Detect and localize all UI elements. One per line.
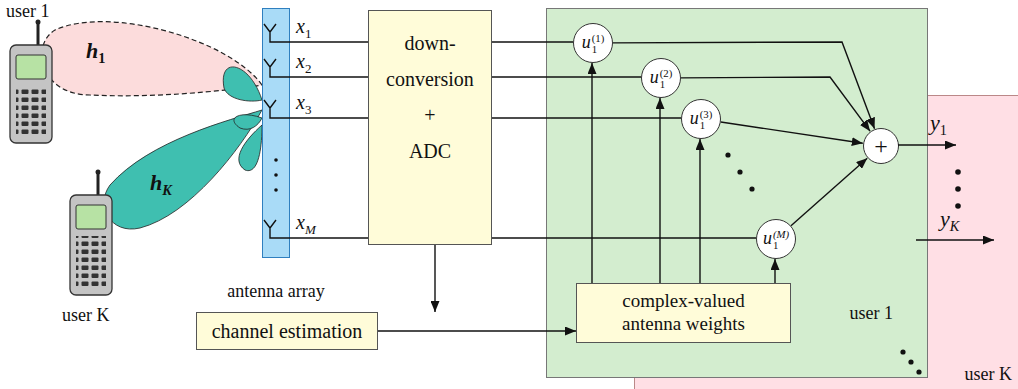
connector [591, 63, 592, 283]
ellipsis-dots [274, 152, 961, 374]
node-label: + [874, 132, 888, 161]
node-label: down- conversion + ADC [369, 25, 491, 169]
subscript: 1 [305, 26, 312, 41]
superscript: (M) [773, 229, 789, 240]
process-box: down- conversion + ADC [368, 10, 492, 245]
text-label: hK [150, 172, 172, 197]
math-symbol: u [763, 228, 772, 248]
subscript: 1 [940, 122, 947, 138]
weight-circle: u1(1) [573, 23, 613, 63]
connector [492, 76, 641, 77]
math-symbol: h [150, 170, 162, 195]
connector [492, 117, 681, 118]
connector [659, 98, 660, 283]
math-symbol: x [296, 15, 305, 37]
connector [681, 77, 870, 131]
signal-label: x3 [296, 92, 311, 116]
index-stack: 1(3) [700, 109, 713, 131]
mobile-phone [10, 20, 52, 144]
connector [721, 122, 863, 143]
text-label: user K [62, 306, 110, 324]
process-box: channel estimation [196, 312, 378, 350]
connector [290, 76, 368, 77]
connector [378, 330, 576, 331]
text-label: y1 [930, 112, 947, 137]
node-label: antenna array [227, 281, 324, 303]
subscript: M [305, 222, 316, 237]
math-symbol: h [86, 38, 98, 63]
signal-label: xM [296, 212, 316, 236]
mobile-phone [70, 170, 112, 296]
beam-lobe [42, 22, 262, 96]
superscript: (3) [700, 109, 713, 120]
index-stack: 1(2) [660, 68, 673, 90]
connector [492, 237, 756, 238]
superscript: (2) [660, 68, 673, 79]
beam-lobe [104, 110, 262, 229]
math-symbol: u [650, 67, 659, 87]
process-box: complex-valued antenna weights [576, 283, 791, 343]
beam-lobe [234, 115, 262, 130]
subscript: 3 [305, 102, 312, 117]
math-symbol: u [582, 32, 591, 52]
superscript: (1) [592, 33, 605, 44]
node-label: channel estimation [212, 319, 363, 343]
connector [613, 42, 875, 129]
weight-circle: u1(2) [641, 58, 681, 98]
index-stack: 1(M) [773, 229, 789, 251]
connector [699, 139, 700, 283]
sum-node: + [863, 128, 900, 165]
output-arrow [898, 144, 956, 145]
subscript: K [162, 182, 172, 198]
math-symbol: u [690, 108, 699, 128]
node-label: user 1 [850, 303, 894, 325]
math-symbol: y [940, 206, 950, 231]
user-panel: user 1u1(1)u1(2)u1(3)u1(M)+complex-value… [546, 8, 928, 378]
connector [290, 41, 368, 42]
node-label: user K [965, 364, 1013, 386]
connector [290, 237, 368, 238]
text-label: yK [940, 208, 959, 233]
connector [774, 259, 775, 283]
connector [492, 41, 573, 42]
subscript: 1 [660, 79, 673, 90]
weight-circle: u1(3) [681, 99, 721, 139]
subscript: 1 [592, 44, 605, 55]
math-symbol: x [296, 91, 305, 113]
antenna-array: antenna array [262, 8, 290, 258]
output-arrow [916, 239, 994, 240]
subscript: 1 [773, 240, 789, 251]
signal-label: x2 [296, 51, 311, 75]
text-label: user 1 [6, 2, 50, 20]
weight-circle: u1(M) [756, 219, 796, 259]
math-symbol: y [930, 110, 940, 135]
node-label: u1(M) [763, 228, 789, 251]
connector [290, 117, 368, 118]
beam-lobe [223, 67, 262, 101]
beam-lobe [239, 125, 262, 171]
node-label: u1(3) [690, 108, 713, 131]
antenna-element [264, 24, 290, 238]
node-label: complex-valued antenna weights [607, 290, 760, 336]
index-stack: 1(1) [592, 33, 605, 55]
subscript: K [950, 218, 960, 234]
subscript: 1 [98, 50, 105, 66]
math-symbol: x [296, 211, 305, 233]
math-symbol: x [296, 50, 305, 72]
text-label: h1 [86, 40, 105, 65]
connector [791, 158, 867, 226]
signal-label: x1 [296, 16, 311, 40]
node-label: u1(1) [582, 32, 605, 55]
connector [434, 245, 435, 312]
subscript: 2 [305, 61, 312, 76]
subscript: 1 [700, 120, 713, 131]
node-label: u1(2) [650, 67, 673, 90]
